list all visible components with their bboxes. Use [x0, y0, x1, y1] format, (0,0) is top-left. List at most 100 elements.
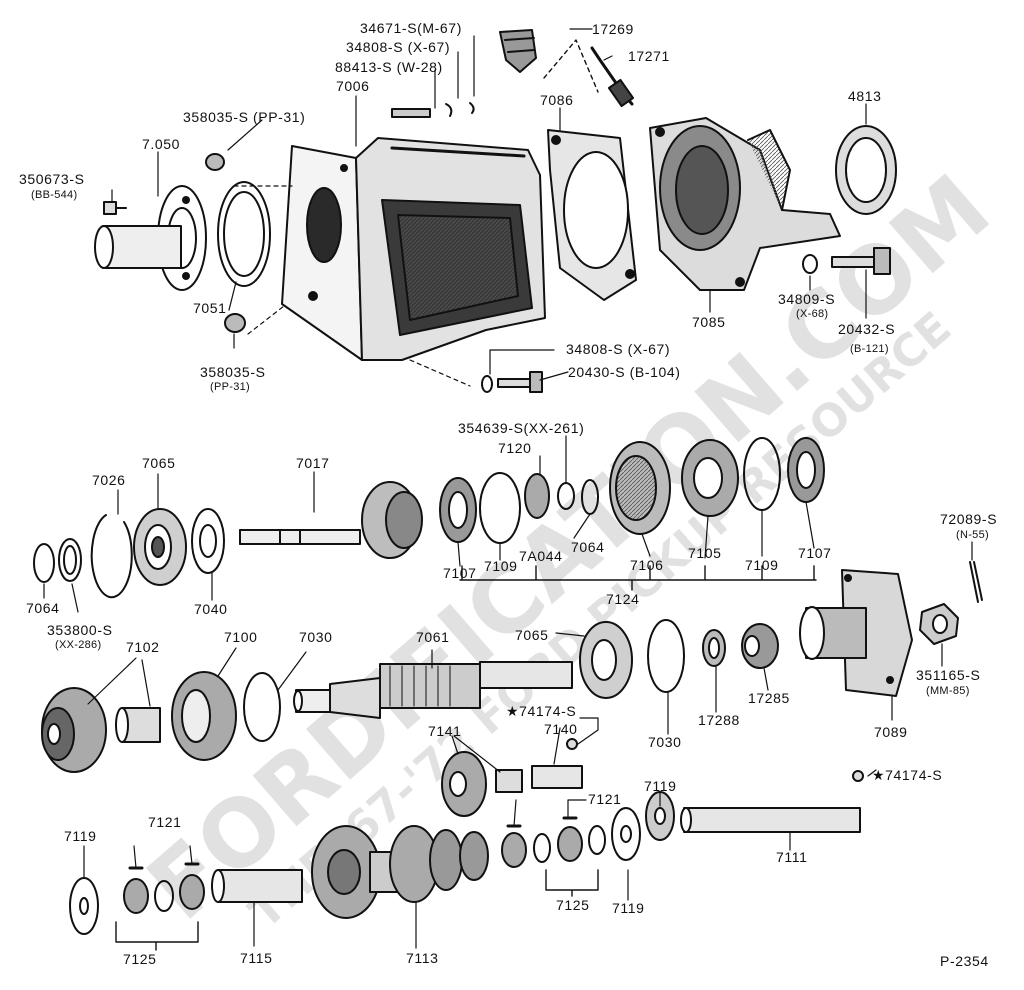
bracket-7125-right [545, 869, 599, 897]
gasket-7086 [547, 129, 637, 301]
bracket-7125-left [115, 921, 199, 951]
shaft-7140 [531, 765, 583, 789]
snap-ring-7026 [90, 514, 133, 599]
label-74174-upper: ★74174-S [506, 703, 577, 719]
label-353800: 353800-S [47, 622, 113, 638]
label-7121-left: 7121 [148, 814, 182, 830]
snap-ring-7030-right [647, 619, 685, 693]
label-7051: 7051 [193, 300, 227, 316]
label-350673-sub: (BB-544) [31, 189, 78, 201]
washer-34809 [802, 254, 818, 274]
label-7113: 7113 [406, 950, 439, 966]
snap-ring-7064-left [33, 543, 55, 583]
label-7119-right: 7119 [644, 778, 677, 794]
label-72089-sub: (N-55) [956, 529, 989, 541]
label-17288: 17288 [698, 712, 740, 728]
pin-88413 [391, 108, 431, 118]
label-17269: 17269 [592, 21, 634, 37]
label-7107-right: 7107 [798, 545, 832, 561]
sleeve-7106 [609, 441, 671, 535]
spring-354639 [557, 482, 575, 510]
label-7085: 7085 [692, 314, 726, 330]
speedometer-fitting-17269 [499, 29, 537, 73]
snap-ring-7064-mid [581, 479, 599, 515]
gear-7102 [41, 687, 107, 773]
thrust-washer-7119-mid [611, 807, 641, 861]
washer-7040 [191, 508, 225, 574]
label-72089: 72089-S [940, 511, 998, 527]
leader-speedo [543, 39, 599, 93]
label-7064-left: 7064 [26, 600, 60, 616]
thrust-washer-7119-left [69, 877, 99, 935]
cotter-pin-72089 [969, 561, 983, 603]
label-354639: 354639-S(XX-261) [458, 420, 585, 436]
label-7050: 7.050 [142, 136, 181, 152]
label-7140: 7140 [544, 721, 578, 737]
label-7109-left: 7109 [484, 558, 518, 574]
label-7115: 7115 [240, 950, 273, 966]
label-7086: 7086 [540, 92, 574, 108]
ball-74174-upper [566, 738, 578, 750]
label-34808-upper: 34808-S (X-67) [346, 39, 451, 55]
label-20432: 20432-S [838, 321, 896, 337]
plug-358035-upper [205, 153, 225, 171]
label-7105: 7105 [688, 545, 722, 561]
synchro-ring-7107-right [787, 437, 825, 503]
snap-ring-353800 [58, 538, 82, 582]
label-7026: 7026 [92, 472, 126, 488]
needle-bearings-7121-right [501, 816, 606, 868]
bolt-20432 [831, 247, 891, 275]
ball-74174-lower [852, 770, 864, 782]
label-7030-left: 7030 [299, 629, 333, 645]
clip-34808 [445, 103, 453, 117]
adapter-housing-7085 [649, 117, 841, 291]
label-7006: 7006 [336, 78, 370, 94]
bushing-7141 [495, 769, 523, 793]
label-4813: 4813 [848, 88, 882, 104]
speedometer-gear-17271 [590, 46, 635, 108]
label-7125-right: 7125 [556, 897, 590, 913]
label-7125-left: 7125 [123, 951, 157, 967]
label-7121-right: 7121 [588, 791, 622, 807]
needle-bearings-7121-left [123, 862, 205, 914]
label-34808-lower: 34808-S (X-67) [566, 341, 671, 357]
sleeve-7102 [115, 707, 161, 743]
label-7109-right: 7109 [745, 557, 779, 573]
thrust-washer-7119-right [645, 791, 675, 841]
label-20430: 20430-S (B-104) [568, 364, 681, 380]
bearing-7065-front [133, 508, 187, 586]
label-7102: 7102 [126, 639, 160, 655]
transmission-case-7006 [281, 137, 546, 361]
label-7119-left: 7119 [64, 828, 97, 844]
synchro-ring-7107-left [439, 477, 477, 543]
label-7124: 7124 [606, 591, 640, 607]
cluster-gear-7113 [311, 825, 489, 919]
snap-ring-7030-left [243, 672, 281, 742]
label-7064-mid: 7064 [571, 539, 605, 555]
label-358035-upper: 358035-S (PP-31) [183, 109, 306, 125]
bolt-20430 [481, 371, 543, 393]
output-shaft-7061 [293, 661, 573, 719]
snap-ring-7109-right [743, 437, 781, 511]
label-7017: 7017 [296, 455, 330, 471]
label-74174-lower: ★74174-S [872, 767, 943, 783]
label-20432-sub: (B-121) [850, 343, 889, 355]
nut-351165 [919, 603, 959, 645]
label-34671: 34671-S(M-67) [360, 20, 462, 36]
label-7A044: 7A044 [519, 548, 563, 564]
seal-4813 [835, 125, 897, 215]
label-350673: 350673-S [19, 171, 85, 187]
input-shaft-7017 [239, 481, 423, 559]
label-34809: 34809-S [778, 291, 836, 307]
label-88413: 88413-S (W-28) [335, 59, 443, 75]
label-7030-right: 7030 [648, 734, 682, 750]
label-351165-sub: (MM-85) [926, 685, 970, 697]
label-7107-left: 7107 [443, 565, 477, 581]
label-7061: 7061 [416, 629, 450, 645]
gear-17285 [741, 623, 779, 669]
label-7120: 7120 [498, 440, 532, 456]
spacer-7115 [211, 869, 303, 903]
label-7065-upper: 7065 [142, 455, 176, 471]
